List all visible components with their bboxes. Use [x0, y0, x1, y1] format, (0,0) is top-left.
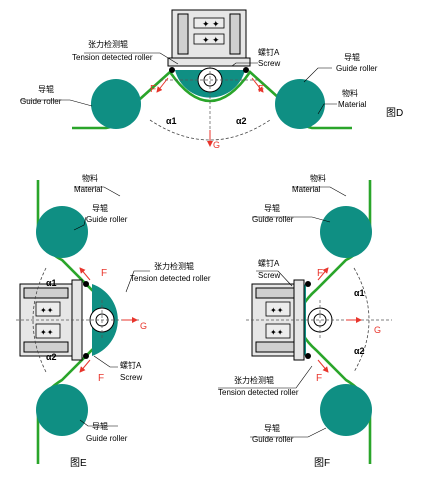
svg-text:✦: ✦ — [202, 35, 210, 45]
material-cn: 物料 — [342, 88, 358, 98]
figure-d: ✦ ✦ ✦ ✦ G F F α1 α2 张力检测辊 Tension — [20, 9, 403, 150]
tension-roller-en: Tension detected roller — [218, 388, 299, 397]
figure-f-caption: 图F — [314, 457, 330, 469]
guide-roller-top — [36, 206, 88, 258]
tension-roller-en: Tension detected roller — [130, 274, 211, 283]
guide-left-cn: 导辊 — [38, 84, 54, 94]
angle-left: α1 — [166, 116, 177, 126]
material-en: Material — [74, 185, 103, 194]
guide-left-en: Guide roller — [20, 97, 62, 106]
tension-roller-cn: 张力检测辊 — [234, 375, 274, 385]
force-top: F — [317, 268, 323, 279]
svg-text:✦✦: ✦✦ — [270, 328, 284, 337]
force-bottom: F — [98, 373, 104, 384]
svg-text:✦: ✦ — [212, 35, 220, 45]
guide-top-en: Guide roller — [86, 215, 128, 224]
svg-text:✦: ✦ — [202, 19, 210, 29]
material-en: Material — [292, 185, 321, 194]
guide-roller-right — [275, 79, 325, 129]
svg-text:✦✦: ✦✦ — [40, 328, 54, 337]
tension-roller-cn: 张力检测辊 — [88, 39, 128, 49]
angle-top: α1 — [354, 288, 365, 298]
material-cn: 物料 — [82, 173, 98, 183]
svg-text:✦✦: ✦✦ — [270, 306, 284, 315]
guide-bottom-en: Guide roller — [86, 434, 128, 443]
figure-f: ✦✦ ✦✦ G F F α1 α2 物料 Material 导辊 Guide r… — [218, 173, 392, 469]
material-en: Material — [338, 100, 367, 109]
guide-bottom-cn: 导辊 — [264, 423, 280, 433]
guide-top-cn: 导辊 — [92, 203, 108, 213]
figure-e: ✦✦ ✦✦ G F F α1 α2 物料 Material 导辊 Guide r… — [16, 173, 211, 469]
angle-bottom: α2 — [354, 346, 365, 356]
angle-right: α2 — [236, 116, 247, 126]
gravity-label: G — [140, 321, 147, 331]
svg-text:✦: ✦ — [212, 19, 220, 29]
guide-right-cn: 导辊 — [344, 52, 360, 62]
angle-bottom: α2 — [46, 352, 57, 362]
screw-en: Screw — [258, 271, 280, 280]
angle-top: α1 — [46, 278, 57, 288]
guide-roller-bottom — [36, 384, 88, 436]
screw-cn: 螺钉A — [120, 360, 142, 370]
guide-top-en: Guide roller — [252, 215, 294, 224]
svg-text:✦✦: ✦✦ — [40, 306, 54, 315]
screw-cn: 螺钉A — [258, 258, 280, 268]
guide-bottom-cn: 导辊 — [92, 421, 108, 431]
guide-right-en: Guide roller — [336, 64, 378, 73]
tension-roller-en: Tension detected roller — [72, 53, 153, 62]
figure-e-caption: 图E — [70, 457, 87, 469]
force-top: F — [101, 268, 107, 279]
gravity-label: G — [213, 140, 220, 150]
guide-bottom-en: Guide roller — [252, 435, 294, 444]
guide-roller-top — [320, 206, 372, 258]
force-bottom: F — [316, 373, 322, 384]
guide-top-cn: 导辊 — [264, 203, 280, 213]
figure-d-caption: 图D — [386, 107, 403, 119]
force-right: F — [258, 84, 264, 95]
guide-roller-bottom — [320, 384, 372, 436]
screw-en: Screw — [258, 59, 280, 68]
sensor-housing: ✦ ✦ ✦ ✦ — [167, 9, 251, 73]
guide-roller-left — [91, 79, 141, 129]
screw-en: Screw — [120, 373, 142, 382]
gravity-label: G — [374, 325, 381, 335]
force-left: F — [150, 84, 156, 95]
material-cn: 物料 — [310, 173, 326, 183]
tension-roller-cn: 张力检测辊 — [154, 261, 194, 271]
screw-cn: 螺钉A — [258, 47, 280, 57]
